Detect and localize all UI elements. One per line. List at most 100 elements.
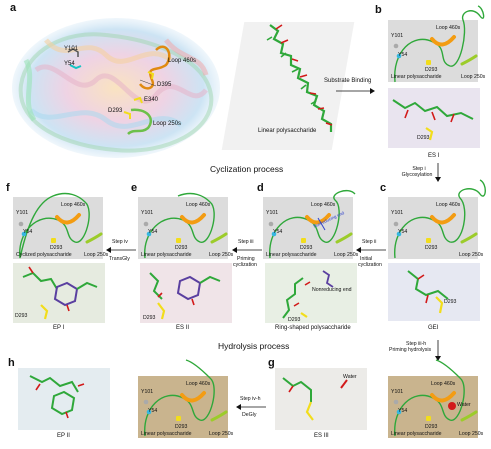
step-i-arrow [435, 163, 441, 182]
hydrolysis-process-title: Hydrolysis process [218, 341, 290, 351]
substrate-binding-arrow [336, 88, 375, 94]
step-ivh-label: Step iv-h [240, 396, 261, 402]
f-label-d293: D293 [50, 245, 63, 251]
step-iv-arrow [106, 247, 136, 253]
ring-nonreducing-label: Nonreducing end [312, 287, 352, 293]
step-i-sub: Glycosylation [401, 172, 433, 178]
e-label-d293: D293 [175, 245, 188, 251]
step-ii-arrow [356, 247, 386, 253]
structure-esiii [275, 368, 367, 430]
cyclization-process-title: Cyclization process [210, 164, 284, 174]
schematic-h-chain [143, 359, 228, 437]
h-label-loop460: Loop 460s [186, 381, 211, 387]
schematic-g-chain [393, 359, 478, 437]
step-iiih-arrow [435, 340, 441, 361]
esii-d293-label: D293 [143, 315, 156, 321]
loop-label-460s: Loop 460s [168, 58, 197, 64]
c-label-d293: D293 [425, 245, 438, 251]
structure-ring [265, 263, 357, 323]
panel-label-a: a [10, 2, 17, 14]
f-label-cyclized: Cyclized polysaccharide [16, 252, 72, 258]
step-iv-sub: TransGly [109, 256, 130, 262]
step-iii-arrow [232, 247, 262, 253]
residue-label-e340: E340 [144, 97, 159, 103]
residue-label-y54: Y54 [64, 61, 75, 67]
step-ii-sub2: cyclization [358, 262, 382, 268]
g-label-y101: Y101 [391, 389, 404, 395]
step-i-label: Step i [412, 166, 426, 172]
panel-label-c: c [380, 182, 387, 194]
schematic-b-chain [393, 5, 485, 83]
panel-label-h: h [8, 357, 15, 369]
substrate-binding-label: Substrate Binding [324, 78, 372, 84]
step-iii-sub1: Priming [237, 256, 255, 262]
h-label-d293: D293 [175, 424, 188, 430]
f-label-y101: Y101 [16, 210, 29, 216]
schematic-d-chain [268, 190, 356, 259]
linear-polysaccharide-structure [266, 24, 333, 132]
epi-d293-label: D293 [15, 313, 28, 319]
residue-label-y101: Y101 [64, 46, 79, 52]
esii-label: ES II [176, 325, 190, 331]
step-ii-sub1: Initial [360, 256, 373, 262]
step-iiih-sub: Priming hydrolysis [389, 347, 432, 353]
esi-label: ES I [428, 153, 440, 159]
epii-label: EP II [57, 433, 70, 439]
b-label-loop460: Loop 460s [436, 25, 461, 31]
schematic-g [388, 376, 478, 438]
schematic-h [138, 376, 228, 438]
residue-label-d395: D395 [157, 82, 172, 88]
epi-label: EP I [53, 325, 65, 331]
structure-esi [388, 88, 480, 148]
schematic-b [388, 20, 478, 82]
schematic-f-chain [18, 192, 103, 259]
g-label-y54: Y54 [398, 408, 408, 414]
e-label-linear: Linear polysaccharide [141, 252, 192, 258]
e-label-loop460: Loop 460s [186, 202, 211, 208]
step-iiih-label: Step iii-h [406, 341, 427, 347]
g-label-water: Water [457, 402, 471, 408]
g-label-loop460: Loop 460s [431, 381, 456, 387]
esiii-label: ES III [314, 433, 329, 439]
e-label-loop250: Loop 250s [209, 252, 234, 258]
panel-label-e: e [131, 182, 138, 194]
c-label-loop460: Loop 460s [436, 202, 461, 208]
f-label-y54: Y54 [23, 229, 33, 235]
e-label-y54: Y54 [148, 229, 158, 235]
ring-d293-label: D293 [288, 317, 301, 323]
esiii-water-label: Water [343, 374, 357, 380]
step-iv-label: Step iv [112, 239, 128, 245]
structure-epi [13, 263, 105, 323]
protein-cartoon [12, 18, 220, 158]
b-label-y54: Y54 [398, 52, 408, 58]
panel-label-d: d [257, 182, 264, 194]
d-label-loop250: Loop 250s [334, 252, 359, 258]
c-label-y101: Y101 [391, 210, 404, 216]
f-label-loop250: Loop 250s [84, 252, 109, 258]
gei-label: GEI [428, 325, 439, 331]
d-label-loop460: Loop 460s [311, 202, 336, 208]
f-label-loop460: Loop 460s [61, 202, 86, 208]
ring-label: Ring-shaped polysaccharide [275, 325, 351, 331]
b-label-loop250: Loop 250s [461, 74, 486, 80]
loop-label-250s: Loop 250s [153, 121, 182, 127]
linear-polysaccharide-label: Linear polysaccharide [258, 128, 317, 134]
d-label-d293: D293 [300, 245, 313, 251]
step-ivh-sub: DeGly [242, 412, 257, 418]
step-iii-sub2: cyclization [233, 262, 257, 268]
g-label-linear: Linear polysaccharide [391, 431, 442, 437]
g-label-loop250: Loop 250s [459, 431, 484, 437]
d-label-linear: Linear polysaccharide [266, 252, 317, 258]
schematic-c-chain [393, 179, 486, 259]
d-label-y54: Y54 [273, 229, 283, 235]
step-ivh-arrow [236, 404, 266, 410]
structure-esii [140, 263, 232, 323]
residue-label-d293: D293 [108, 108, 123, 114]
b-label-linear: Linear polysaccharide [391, 74, 442, 80]
gei-d293-label: D293 [444, 299, 457, 305]
panel-label-g: g [268, 357, 275, 369]
h-label-linear: Linear polysaccharide [141, 431, 192, 437]
h-label-y54: Y54 [148, 408, 158, 414]
step-iii-label: Step iii [238, 239, 254, 245]
e-label-y101: Y101 [141, 210, 154, 216]
